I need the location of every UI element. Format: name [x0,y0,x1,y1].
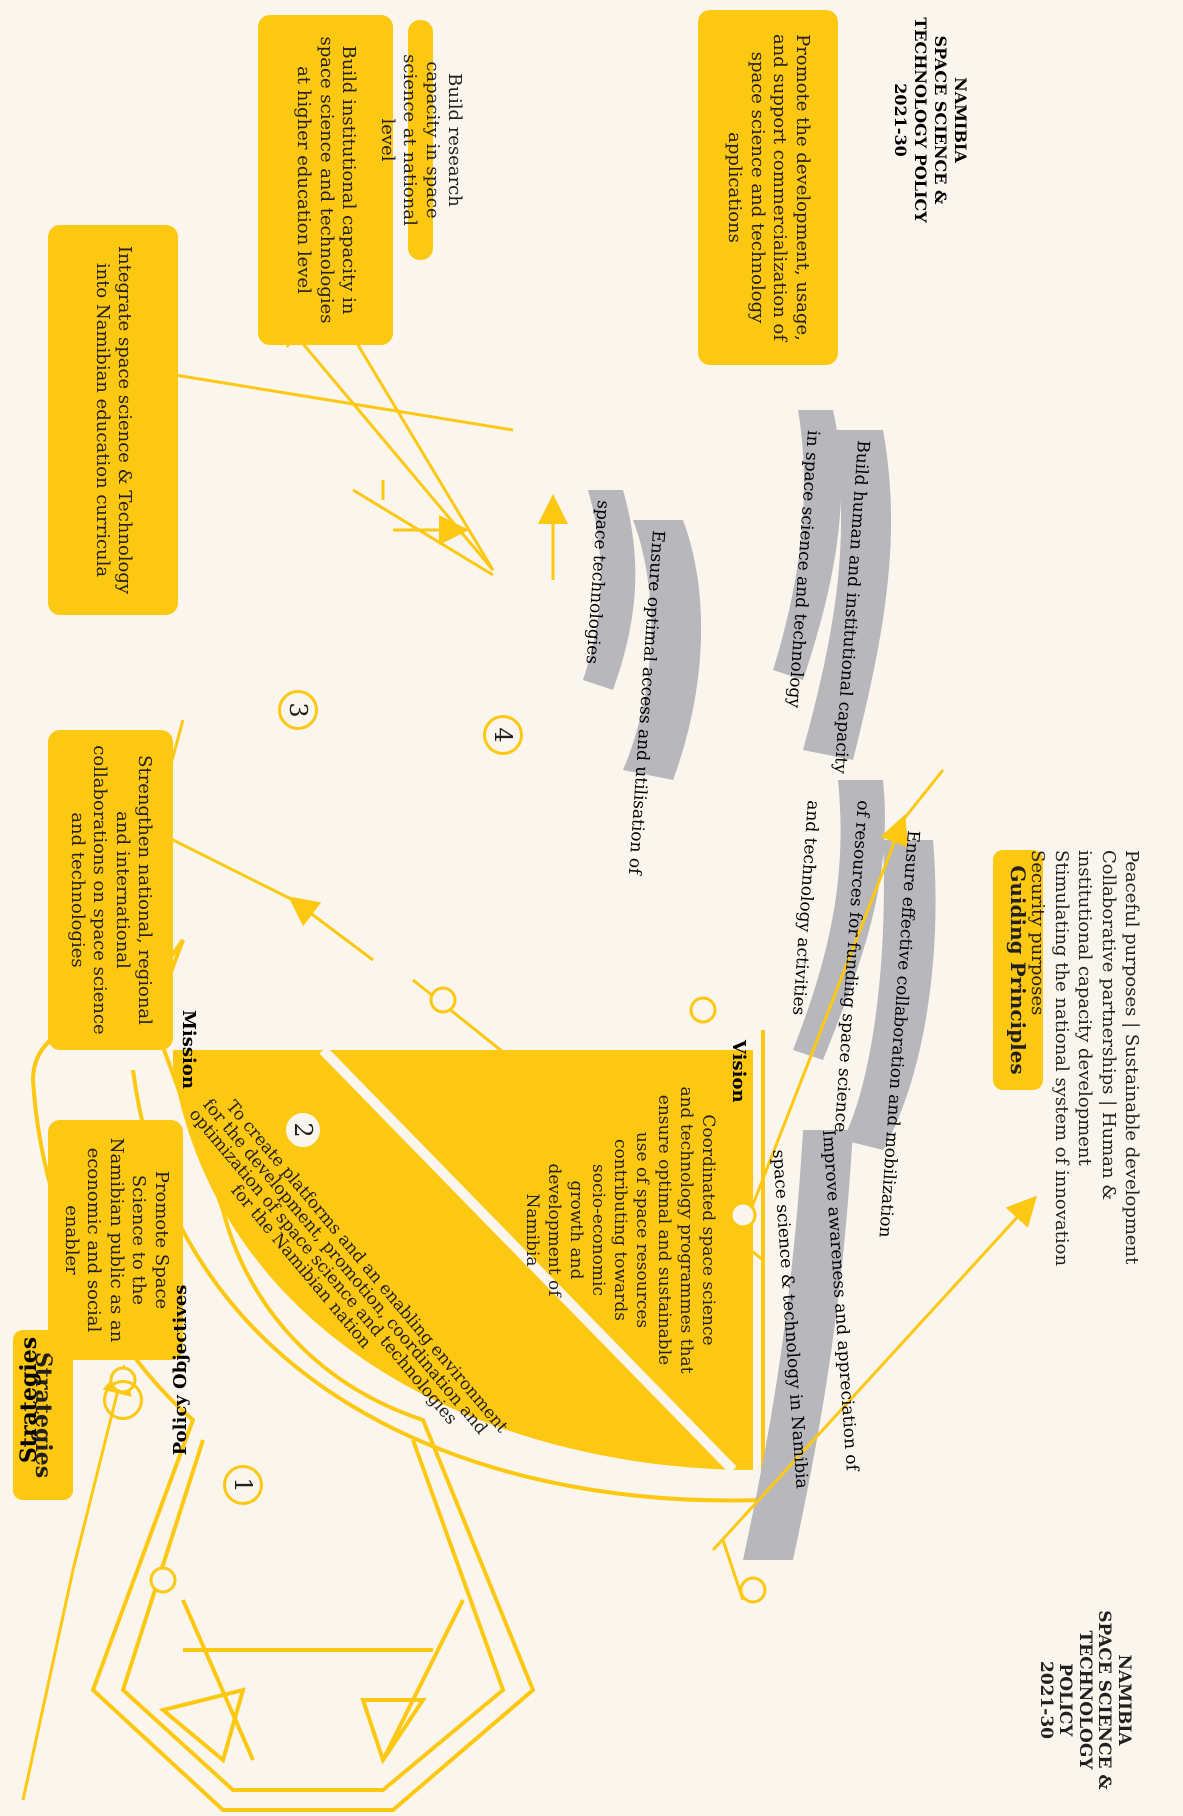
doc-title-4: 2021-30 [891,83,910,156]
vision-text-line-7: growth and [566,1181,586,1280]
funnel-outline [30,938,536,1812]
vision-text-line-9: Namibia [522,1193,542,1266]
doc-title-1: NAMIBIA [951,77,970,163]
vision-text-line-8: development of [544,1163,564,1298]
mission-label: Mission [178,1010,199,1089]
strategies-label: Strategies [16,1337,42,1463]
doc-title-rotated: NAMIBIA SPACE SCIENCE & TECHNOLOGY POLIC… [891,17,970,223]
vision-text-line-1: Coordinated space science [698,1114,718,1345]
vision-text-line-3: ensure optimal and sustainable [654,1095,674,1365]
vision-text-line-6: socio-economic [588,1164,608,1296]
objective-ribbons [583,410,936,1560]
policy-objectives-label: Policy Objectives [170,1285,191,1456]
bowl-divider [319,1046,737,1474]
connector-nodes [109,986,767,1604]
doc-title-2: SPACE SCIENCE & [931,36,950,205]
doc-title-3: TECHNOLOGY POLICY [911,17,930,223]
vision-text-line-2: and technology programmes that [676,1086,696,1373]
vision-text-line-4: use of space resources [632,1132,652,1328]
vision-text-line-5: contributing towards [610,1139,630,1321]
funnel-bowl [173,1050,753,1470]
vision-label: Vision [728,1039,749,1103]
